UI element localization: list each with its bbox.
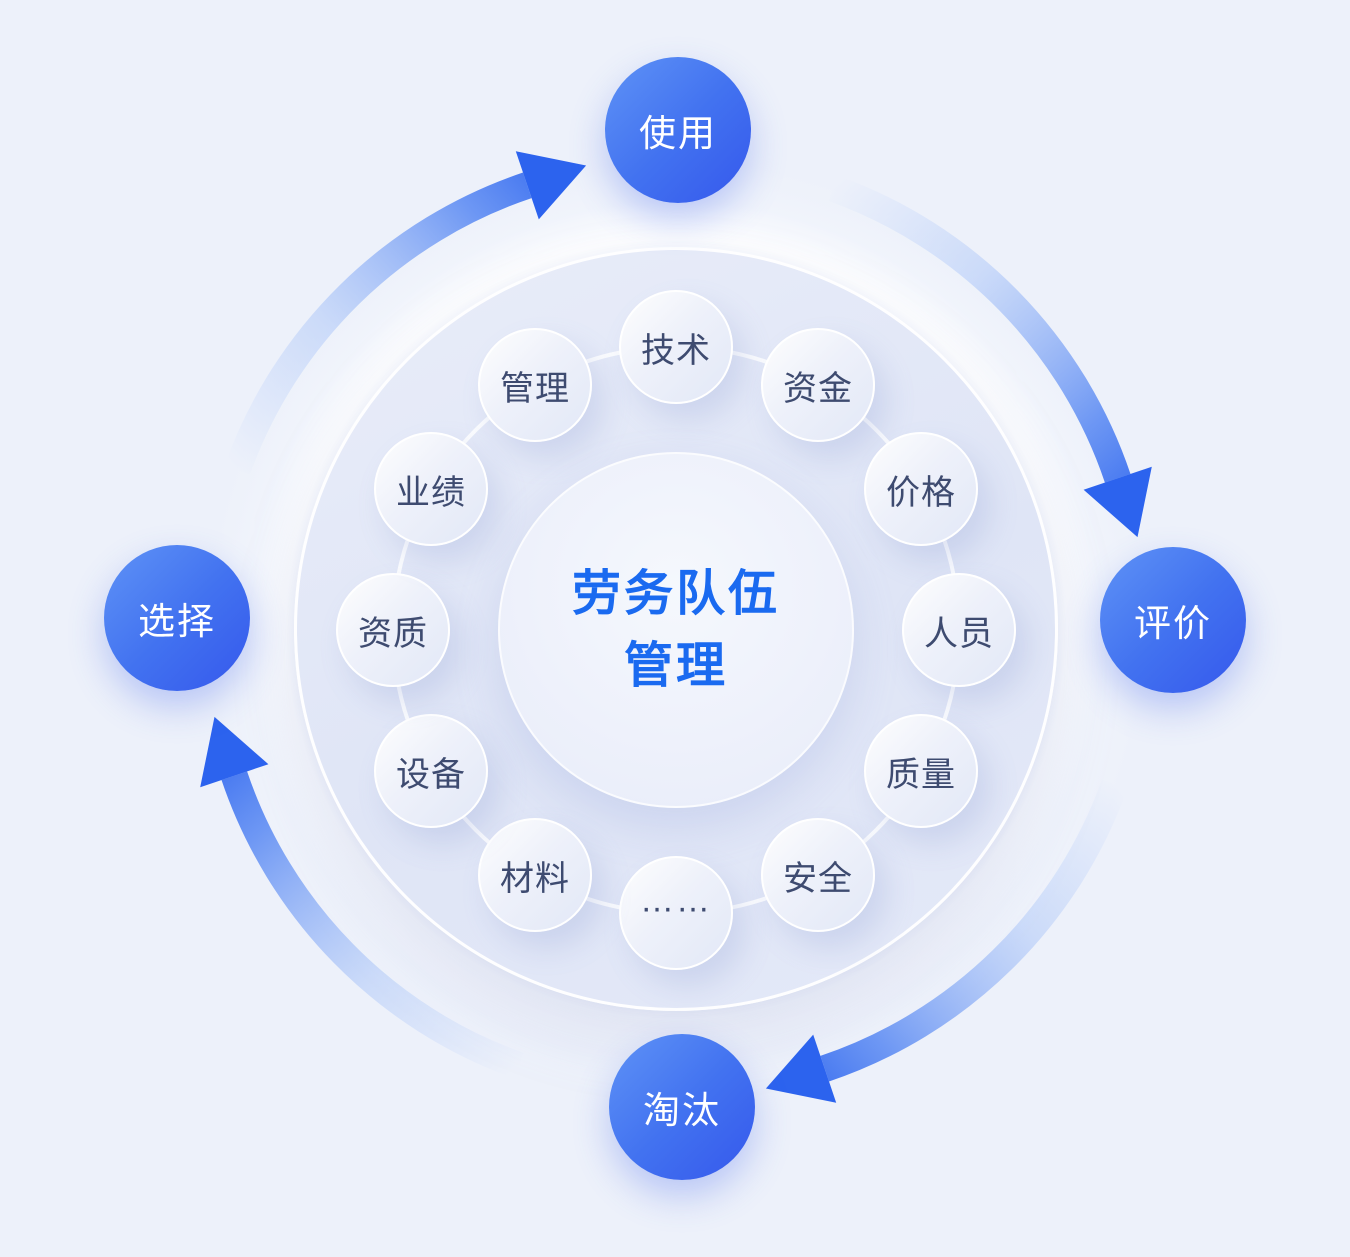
factor-label: 价格	[886, 473, 956, 512]
factor-label: 质量	[886, 755, 956, 794]
cycle-node-evaluate: 评价	[1100, 547, 1246, 693]
arrow-select-to-use	[224, 172, 532, 475]
factor-label: 业绩	[396, 473, 466, 512]
factor-label: 安全	[783, 859, 853, 898]
arrowhead-evaluate-to-eliminate-icon	[765, 1034, 837, 1103]
center-title-line2: 管理	[623, 639, 728, 693]
cycle-node-select: 选择	[104, 545, 250, 691]
arrowhead-select-to-use-icon	[515, 151, 587, 220]
cycle-node-label: 选择	[138, 601, 216, 642]
factor-circle-management: 管理	[478, 328, 592, 442]
center-title: 劳务队伍 管理	[498, 452, 854, 808]
factor-circle-equipment: 设备	[374, 714, 488, 828]
factor-label: 人员	[924, 614, 994, 653]
factor-circle-qualification: 资质	[336, 573, 450, 687]
center-disc	[498, 452, 854, 808]
factor-circle-ellipsis: ……	[619, 856, 733, 970]
cycle-node-label: 使用	[639, 113, 717, 154]
arrow-evaluate-to-eliminate	[820, 779, 1128, 1082]
factor-circle-materials: 材料	[478, 818, 592, 932]
factor-label: 材料	[500, 859, 570, 898]
cycle-node-use: 使用	[605, 57, 751, 203]
cycle-node-label: 淘汰	[643, 1090, 721, 1131]
arrow-eliminate-to-select	[221, 771, 524, 1079]
factor-label: 资质	[358, 614, 428, 653]
factor-circle-personnel: 人员	[902, 573, 1016, 687]
factor-circle-safety: 安全	[761, 818, 875, 932]
arrowhead-eliminate-to-select-icon	[200, 716, 269, 788]
arrow-use-to-evaluate	[828, 175, 1131, 483]
factor-circle-price: 价格	[864, 432, 978, 546]
factor-label: 管理	[500, 369, 570, 408]
factor-circle-funds: 资金	[761, 328, 875, 442]
factor-circle-quality: 质量	[864, 714, 978, 828]
factor-label: 资金	[783, 369, 853, 408]
factor-label: 技术	[641, 331, 711, 370]
factor-label: 设备	[396, 755, 466, 794]
factor-circle-performance: 业绩	[374, 432, 488, 546]
arrowhead-use-to-evaluate-icon	[1083, 466, 1152, 538]
center-title-line1: 劳务队伍	[571, 567, 780, 621]
factor-label: ……	[640, 881, 712, 920]
cycle-node-eliminate: 淘汰	[609, 1034, 755, 1180]
factor-circle-technology: 技术	[619, 290, 733, 404]
cycle-node-label: 评价	[1134, 603, 1212, 644]
